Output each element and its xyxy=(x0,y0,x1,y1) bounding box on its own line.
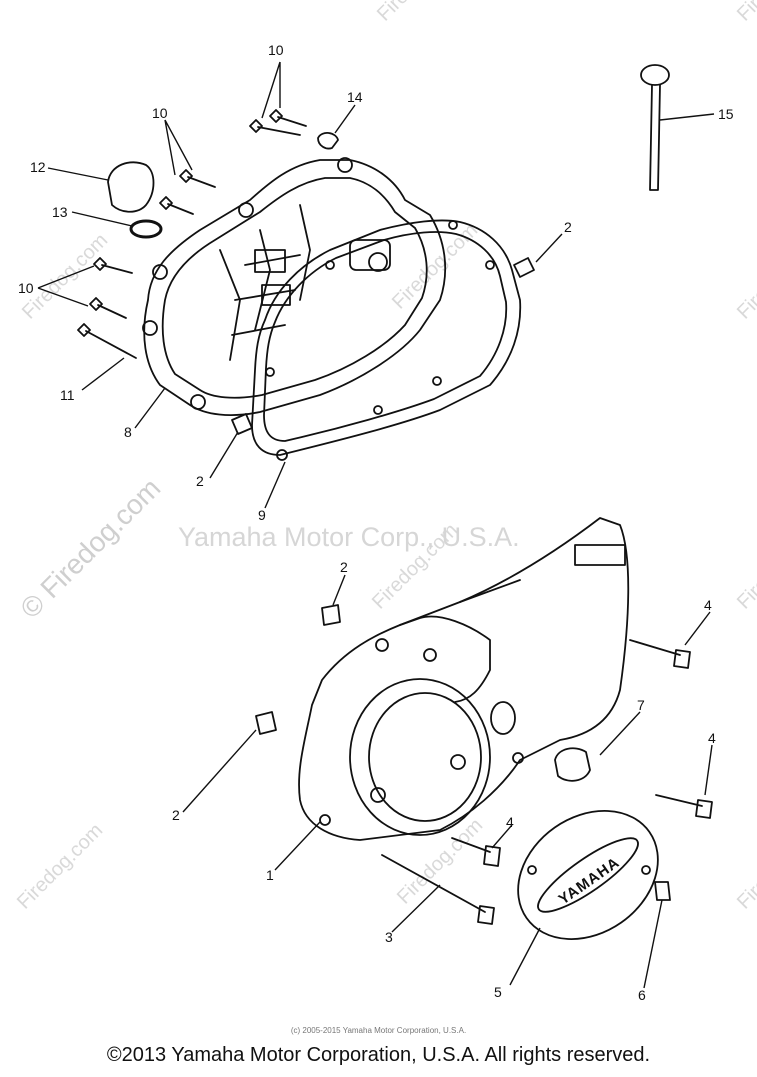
watermark-site: Firedog.com xyxy=(388,219,482,313)
callout-10: 10 xyxy=(18,280,34,296)
watermark-site: Firedog.com xyxy=(733,0,757,26)
watermark-site: Firedog.com xyxy=(733,519,757,613)
crankcase-cover-opening xyxy=(349,678,491,836)
gasket-9 xyxy=(251,219,522,456)
watermark-site-large: © Firedog.com xyxy=(14,472,166,624)
watermark-site: Firedog.com xyxy=(18,229,112,323)
callout-4: 4 xyxy=(708,730,716,746)
gasket-9-inner xyxy=(263,231,508,442)
bolt-11 xyxy=(77,323,137,359)
dowel-pin-2-upper-right xyxy=(513,257,535,278)
plug-12 xyxy=(107,161,155,213)
watermark-site: Firedog.com xyxy=(733,819,757,913)
dipstick-15 xyxy=(640,64,670,191)
callout-13: 13 xyxy=(52,204,68,220)
watermark-site: Firedog.com xyxy=(733,229,757,323)
watermarks: Firedog.com Firedog.com Firedog.com Fire… xyxy=(13,0,757,914)
upper-assembly xyxy=(77,64,670,461)
watermark-site: Firedog.com xyxy=(373,0,467,26)
callout-8: 8 xyxy=(124,424,132,440)
dowel-pin-2-lower-top xyxy=(321,604,341,626)
bolt-3 xyxy=(381,854,495,925)
watermark-site: Firedog.com xyxy=(393,814,487,908)
callout-7: 7 xyxy=(637,697,645,713)
callout-6: 6 xyxy=(638,987,646,1003)
dowel-pin-2-lower-left xyxy=(255,711,277,735)
bolts-10 xyxy=(89,109,307,319)
bolts-4 xyxy=(451,639,713,867)
callout-4: 4 xyxy=(506,814,514,830)
point-cover-5 xyxy=(517,810,659,940)
callout-11: 11 xyxy=(60,387,75,403)
callout-12: 12 xyxy=(30,159,46,175)
callout-3: 3 xyxy=(385,929,393,945)
small-copyright: (c) 2005-2015 Yamaha Motor Corporation, … xyxy=(290,1026,467,1035)
crankcase-cover-1 xyxy=(298,517,630,841)
plug-7 xyxy=(554,747,591,782)
callout-labels: 10 10 14 15 12 13 2 10 11 8 2 9 2 4 7 4 … xyxy=(18,42,734,1003)
inner-cover-8-rim xyxy=(161,177,428,399)
callout-5: 5 xyxy=(494,984,502,1000)
callout-1: 1 xyxy=(266,867,274,883)
copyright-footer: ©2013 Yamaha Motor Corporation, U.S.A. A… xyxy=(106,1044,651,1066)
callout-4: 4 xyxy=(704,597,712,613)
lower-assembly xyxy=(255,517,713,940)
leader-lines xyxy=(37,61,715,989)
o-ring-13 xyxy=(129,219,163,239)
crankcase-cover-diagram: Firedog.com Firedog.com Firedog.com Fire… xyxy=(13,0,757,1003)
callout-2: 2 xyxy=(196,473,204,489)
screw-6 xyxy=(654,881,671,901)
callout-9: 9 xyxy=(258,507,266,523)
callout-15: 15 xyxy=(718,106,734,122)
callout-2: 2 xyxy=(564,219,572,235)
callout-14: 14 xyxy=(347,89,363,105)
cover-yamaha-logo: YAMAHA xyxy=(556,854,623,908)
watermark-site: Firedog.com xyxy=(13,819,107,913)
callout-2: 2 xyxy=(172,807,180,823)
callout-10: 10 xyxy=(268,42,284,58)
dowel-pin-2-upper-left xyxy=(231,413,253,435)
callout-2: 2 xyxy=(340,559,348,575)
watermark-center: Yamaha Motor Corp., U.S.A. xyxy=(178,522,520,552)
callout-10: 10 xyxy=(152,105,168,121)
clamp-14 xyxy=(317,132,339,150)
